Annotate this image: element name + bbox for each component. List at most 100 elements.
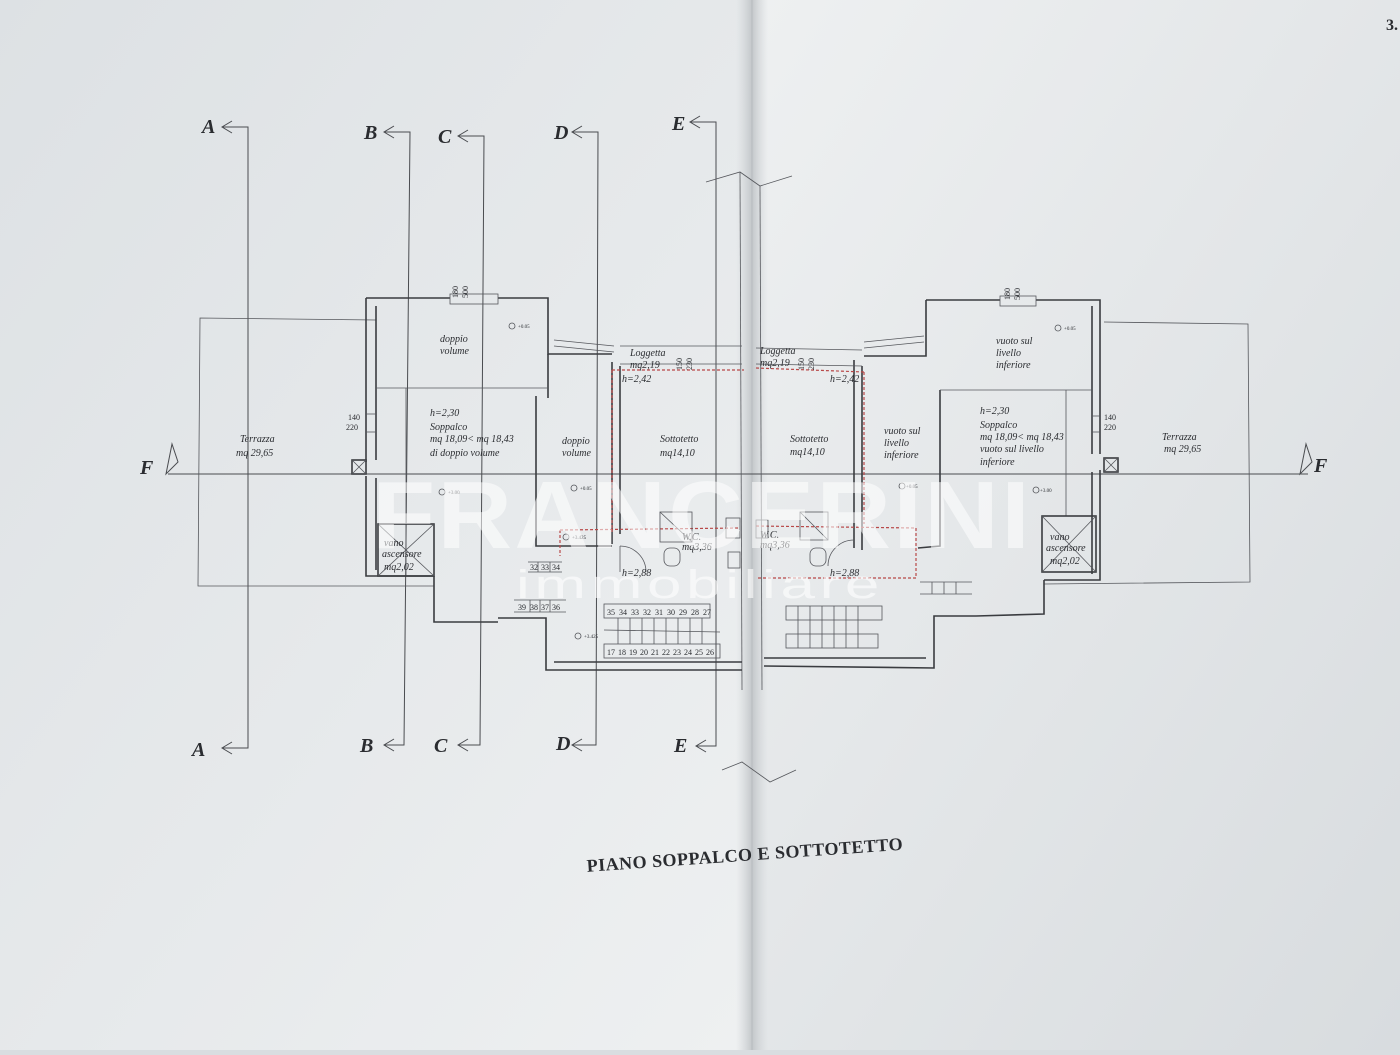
left-mezzanine-height: h=2,30 [430,408,459,419]
left-attic-name: Sottotetto [660,434,698,445]
stair-num: 23 [673,648,681,657]
left-level-4: +3.425 [572,536,587,541]
right-mezzanine-height: h=2,30 [980,406,1009,417]
stair-numbers: 32 33 34 39 38 37 36 35 34 33 32 31 30 2… [518,563,714,657]
stair-num: 31 [655,608,663,617]
left-terrace-name: Terrazza [240,434,275,445]
section-label-e-top: E [671,113,685,135]
stair-num: 34 [552,563,560,572]
left-unit [197,293,744,671]
stair-num: 17 [607,648,615,657]
left-level-2: +3.00 [448,491,460,496]
right-window-dim-b: 500 [1013,288,1022,300]
sheet-number: 3. [1386,17,1398,34]
watermark-brand: FRANCERINI [372,462,1032,569]
left-unit-labels: Terrazza mq 29,65 doppio volume h=2,30 S… [236,286,712,640]
left-mezzanine-area: mq 18,09< mq 18,43 [430,434,514,445]
section-label-b-bottom: B [359,735,373,757]
stair-num: 32 [530,563,538,572]
right-lift-2: ascensore [1046,543,1086,554]
stair-num: 26 [706,648,714,657]
watermark: FRANCERINI immobiliare [372,462,1032,607]
left-loggia-name: Loggetta [629,348,666,359]
left-level-3: +0.05 [580,487,592,492]
left-double-volume-1: doppio [440,334,468,345]
right-void-mid-2: livello [884,438,909,449]
right-level-3: +0.05 [906,485,918,490]
right-terrace-area: mq 29,65 [1164,444,1201,455]
left-wc-area: mq3,36 [682,542,712,553]
right-attic-height: h=2,42 [830,374,859,385]
stair-num: 27 [703,608,711,617]
right-mezzanine-note-1: vuoto sul livello [980,444,1044,455]
right-loggia-name: Loggetta [759,346,796,357]
left-double-volume2-2: volume [562,448,591,459]
section-label-d-top: D [553,122,568,144]
left-terrace-area: mq 29,65 [236,448,273,459]
section-label-f-left: F [139,457,154,479]
stair-num: 34 [619,608,627,617]
stair-num: 39 [518,603,526,612]
section-label-e-bottom: E [673,735,687,757]
right-attic-name: Sottotetto [790,434,828,445]
left-side-dim-a: 140 [348,413,360,422]
right-side-dim-a: 140 [1104,413,1116,422]
left-attic-area: mq14,10 [660,448,695,459]
right-unit-labels: Terrazza mq 29,65 vuoto sul livello infe… [759,288,1201,579]
left-double-volume-2: volume [440,346,469,357]
left-wc-height: h=2,88 [622,568,651,579]
left-level-1: +0.05 [518,325,530,330]
right-wc-area: mq3,36 [760,540,790,551]
right-loggia-dim-a: 150 [797,358,806,370]
stair-num: 29 [679,608,687,617]
left-side-dim-b: 220 [346,423,358,432]
section-label-f-right: F [1313,455,1328,477]
left-level-5: +3.425 [584,635,599,640]
left-mezzanine-name: Soppalco [430,422,467,433]
right-terrace-name: Terrazza [1162,432,1197,443]
stair-num: 32 [643,608,651,617]
right-void-mid-3: inferiore [884,450,919,461]
section-label-d-bottom: D [555,733,570,755]
right-wc-name: W.C. [760,530,779,541]
left-double-volume2-1: doppio [562,436,590,447]
right-mezzanine-area: mq 18,09< mq 18,43 [980,432,1064,443]
stair-num: 18 [618,648,626,657]
stair-num: 24 [684,648,692,657]
stair-num: 28 [691,608,699,617]
section-label-c-top: C [438,126,452,148]
right-level-2: +3.00 [1040,489,1052,494]
stair-num: 19 [629,648,637,657]
right-side-dim-b: 220 [1104,423,1116,432]
left-lift-1: vano [384,538,403,549]
stair-num: 38 [530,603,538,612]
left-wc-name: W.C. [682,532,701,543]
stair-num: 21 [651,648,659,657]
left-window-dim-a: 180 [451,286,460,298]
paper-right [752,0,1400,1050]
right-loggia-area: mq2,19 [760,358,790,369]
left-loggia-dim-b: 230 [685,358,694,370]
stair-num: 22 [662,648,670,657]
left-loggia-area: mq2,19 [630,360,660,371]
stair-num: 36 [552,603,560,612]
right-wc-height: h=2,88 [830,568,859,579]
right-mezzanine-name: Soppalco [980,420,1017,431]
stair-num: 37 [541,603,549,612]
right-mezzanine-note-2: inferiore [980,457,1015,468]
stair-num: 35 [607,608,615,617]
stair-num: 33 [541,563,549,572]
right-void-top-1: vuoto sul [996,336,1033,347]
section-label-a-top: A [200,116,215,138]
left-attic-height: h=2,42 [622,374,651,385]
left-lift-2: ascensore [382,549,422,560]
section-label-a-bottom: A [190,739,205,761]
right-lift-area: mq2,02 [1050,556,1080,567]
left-loggia-dim-a: 150 [675,358,684,370]
right-lift-1: vano [1050,532,1069,543]
right-void-top-3: inferiore [996,360,1031,371]
right-loggia-dim-b: 230 [807,358,816,370]
right-attic-area: mq14,10 [790,447,825,458]
